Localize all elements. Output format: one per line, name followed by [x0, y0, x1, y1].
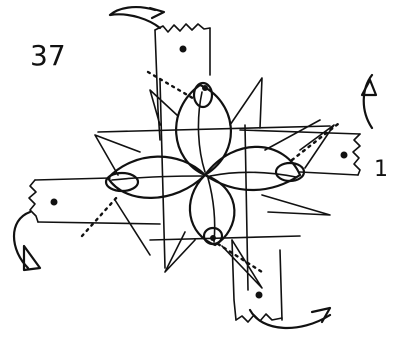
pivot-dot-right [341, 152, 348, 159]
pivot-dot-bottom [256, 292, 263, 299]
star-point-right [262, 195, 330, 215]
strip-right-bottom-edge [300, 172, 358, 175]
strip-top-left-edge [155, 30, 160, 140]
star-point-bottom-right [222, 240, 262, 288]
strip-right-zigzag [353, 134, 360, 175]
strip-left-zigzag [29, 180, 38, 222]
strip-left-bottom-edge [38, 222, 160, 224]
pivot-dot-top [180, 46, 187, 53]
central-flower [106, 83, 304, 245]
side-label: 1 [374, 157, 388, 182]
center-dot-bottom [210, 235, 216, 241]
strip-top-zigzag [155, 24, 210, 32]
star-point-top [230, 78, 262, 128]
step-number: 37 [30, 39, 66, 72]
center-dot-top [202, 85, 208, 91]
lattice-lines [98, 80, 330, 290]
strip-bottom-right-edge [280, 250, 282, 320]
strip-bottom-left-edge [232, 240, 236, 320]
fold-line-bottom [218, 244, 262, 272]
fold-line-left [82, 196, 118, 236]
arrow-left-curve [14, 212, 30, 268]
arrow-right-head [362, 80, 376, 95]
arrow-top-head [150, 8, 164, 18]
star-point-top-left [150, 90, 178, 125]
pivot-dot-left [51, 199, 58, 206]
star-point-bottom [165, 232, 195, 272]
star-points [95, 78, 334, 288]
strip-left-top-edge [35, 178, 110, 180]
